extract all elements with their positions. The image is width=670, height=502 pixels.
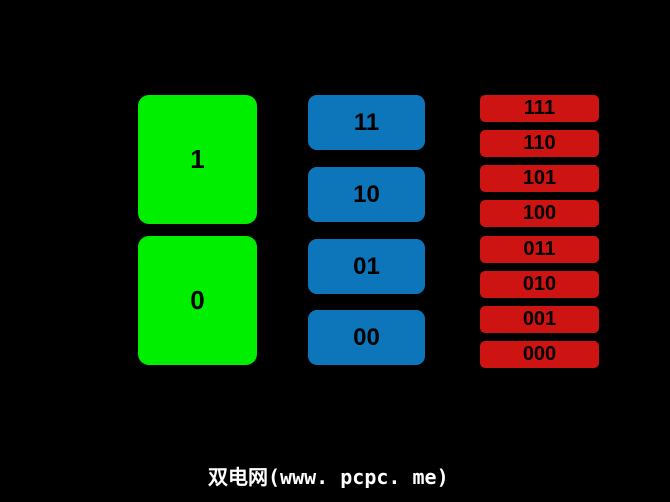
three-bit-box-000: 000 xyxy=(480,341,599,368)
two-bit-box-10: 10 xyxy=(308,167,425,222)
three-bit-box-110: 110 xyxy=(480,130,599,157)
three-bit-box-010: 010 xyxy=(480,271,599,298)
three-bit-box-111: 111 xyxy=(480,95,599,122)
two-bit-box-01: 01 xyxy=(308,239,425,294)
two-bit-box-11: 11 xyxy=(308,95,425,150)
watermark-text: 双电网(www. pcpc. me) xyxy=(208,465,449,489)
one-bit-box-1: 1 xyxy=(138,95,257,224)
three-bit-box-011: 011 xyxy=(480,236,599,263)
one-bit-box-0: 0 xyxy=(138,236,257,365)
two-bit-box-00: 00 xyxy=(308,310,425,365)
three-bit-box-001: 001 xyxy=(480,306,599,333)
three-bit-box-101: 101 xyxy=(480,165,599,192)
three-bit-box-100: 100 xyxy=(480,200,599,227)
